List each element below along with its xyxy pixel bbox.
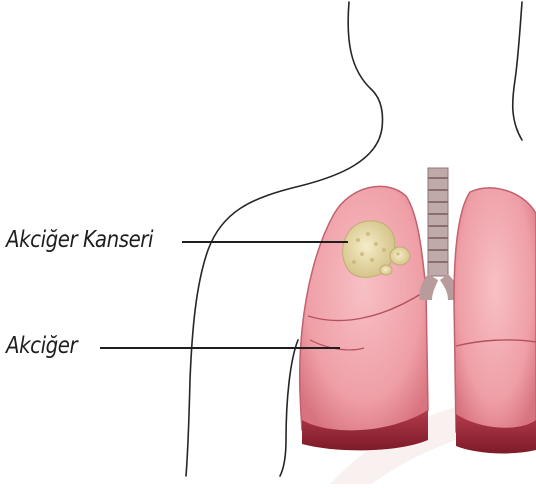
right-lung bbox=[454, 188, 536, 454]
label-lung-cancer: Akciğer Kanseri bbox=[6, 227, 153, 253]
label-lung: Akciğer bbox=[6, 333, 77, 359]
